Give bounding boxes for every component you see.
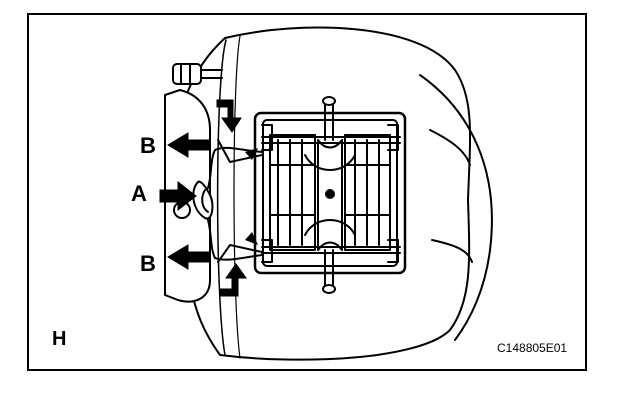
arrow-press-lower — [219, 263, 247, 297]
pad-pin-top — [261, 96, 401, 144]
bleeder-bolt — [172, 63, 223, 85]
brake-pad-left — [269, 134, 316, 251]
callout-b-upper: B — [140, 133, 156, 158]
arrow-a — [159, 180, 197, 212]
brake-pad-right — [344, 134, 391, 251]
callout-a: A — [131, 181, 147, 206]
center-clip — [304, 139, 356, 251]
figure-code: C148805E01 — [497, 341, 568, 355]
pad-pin-bottom — [261, 246, 401, 294]
callout-b-lower: B — [140, 251, 156, 276]
arrow-press-upper — [216, 99, 242, 133]
caliper-outer-edge — [419, 74, 493, 341]
anti-rattle-spring — [192, 139, 263, 263]
arrow-b-upper — [167, 132, 211, 158]
arrow-b-lower — [167, 244, 211, 270]
corner-letter: H — [52, 328, 67, 350]
